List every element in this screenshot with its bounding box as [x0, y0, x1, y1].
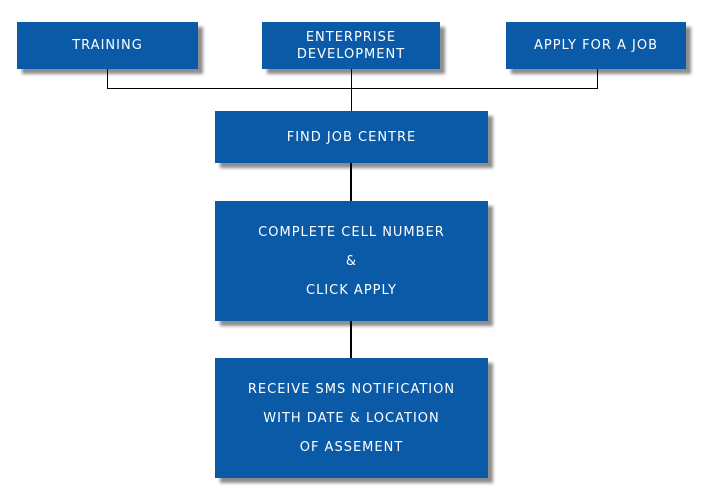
- node-enterprise-development: ENTERPRISE DEVELOPMENT: [262, 22, 440, 69]
- node-complete-cell-number-label-line1: COMPLETE CELL NUMBER: [258, 224, 445, 240]
- connector-find-to-complete: [350, 163, 352, 201]
- connector-apply-down: [597, 69, 598, 89]
- node-enterprise-development-label-line1: ENTERPRISE: [305, 29, 397, 45]
- node-training-label: TRAINING: [72, 38, 143, 53]
- connector-enterprise-to-find: [351, 69, 352, 111]
- node-complete-cell-number-label-line2: &: [345, 253, 358, 269]
- node-complete-cell-number-label-line3: CLICK APPLY: [306, 282, 397, 298]
- node-receive-sms-label-line3: OF ASSEMENT: [299, 439, 404, 455]
- node-enterprise-development-label-line2: DEVELOPMENT: [296, 46, 406, 62]
- node-find-job-centre: FIND JOB CENTRE: [215, 111, 488, 163]
- node-receive-sms-label-line1: RECEIVE SMS NOTIFICATION: [247, 381, 456, 397]
- node-find-job-centre-label: FIND JOB CENTRE: [286, 129, 417, 145]
- connector-complete-to-receive: [350, 321, 352, 358]
- connector-training-down: [107, 69, 108, 89]
- node-complete-cell-number: COMPLETE CELL NUMBER & CLICK APPLY: [215, 201, 488, 321]
- node-training: TRAINING: [17, 22, 198, 69]
- node-apply-for-a-job-label: APPLY FOR A JOB: [533, 38, 659, 53]
- node-apply-for-a-job: APPLY FOR A JOB: [506, 22, 686, 69]
- connector-horizontal-rail: [107, 88, 598, 89]
- node-receive-sms-notification: RECEIVE SMS NOTIFICATION WITH DATE & LOC…: [215, 358, 488, 478]
- node-receive-sms-label-line2: WITH DATE & LOCATION: [263, 410, 440, 426]
